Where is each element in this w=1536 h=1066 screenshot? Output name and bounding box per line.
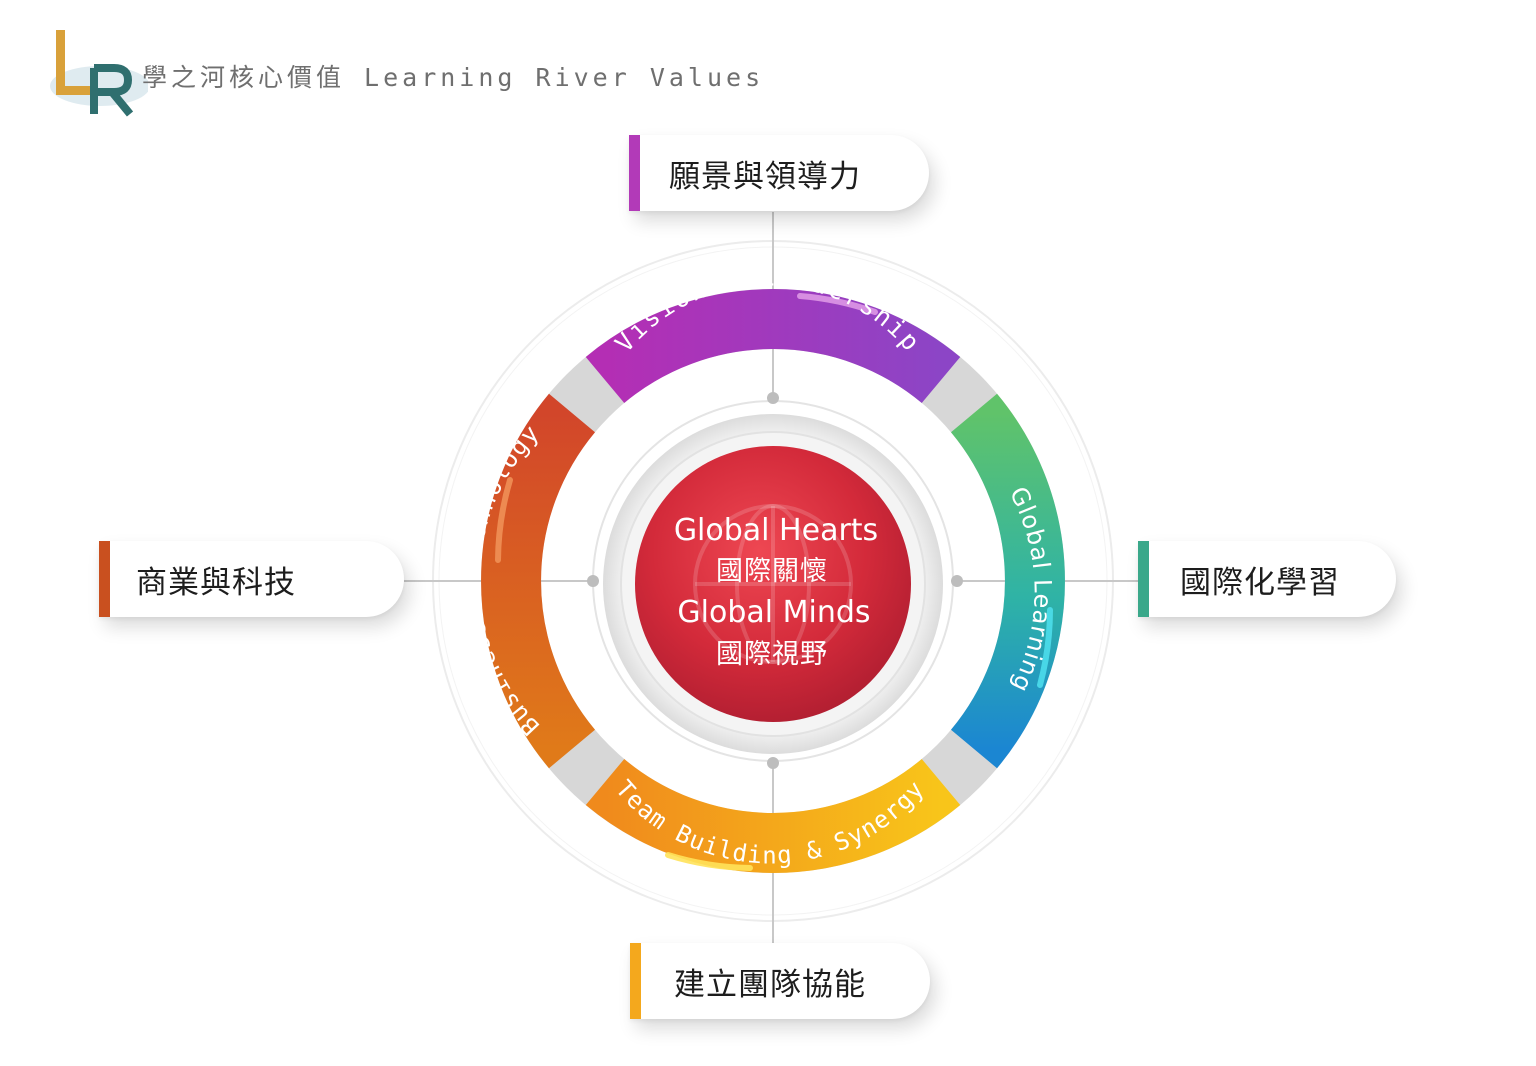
highlight-business [495, 477, 513, 563]
highlight-vision [797, 293, 878, 315]
card-vision-accent [629, 135, 640, 211]
center-line1: Global Hearts [674, 513, 878, 548]
highlight-team [665, 852, 753, 871]
card-team-accent [630, 943, 641, 1019]
card-global: 國際化學習 [1138, 541, 1396, 617]
card-business-accent [99, 541, 110, 617]
card-business-label: 商業與科技 [136, 564, 296, 601]
card-business: 商業與科技 [99, 541, 404, 617]
globe-icon [693, 504, 853, 664]
header-title: 學之河核心價值 Learning River Values [142, 63, 765, 92]
card-global-label: 國際化學習 [1180, 564, 1340, 601]
dot-right [951, 575, 963, 587]
center-line2: 國際關懷 [716, 556, 828, 587]
center-line4: 國際視野 [716, 639, 828, 670]
dot-top [767, 392, 779, 404]
ring-segment-vision [585, 289, 961, 404]
ring-segment-global [950, 393, 1065, 769]
card-team: 建立團隊協能 [630, 943, 930, 1019]
dot-bottom [767, 757, 779, 769]
card-team-label: 建立團隊協能 [674, 966, 866, 1003]
center-red-disc [635, 446, 911, 722]
learning-river-logo [50, 30, 148, 117]
dot-left [587, 575, 599, 587]
center-line3: Global Minds [677, 595, 870, 630]
highlight-global [1037, 607, 1053, 688]
ring-segment-business [481, 393, 596, 769]
card-vision-label: 願景與領導力 [669, 158, 861, 195]
ring-segment-team [585, 758, 961, 873]
card-vision: 願景與領導力 [629, 135, 929, 211]
card-global-accent [1138, 541, 1149, 617]
